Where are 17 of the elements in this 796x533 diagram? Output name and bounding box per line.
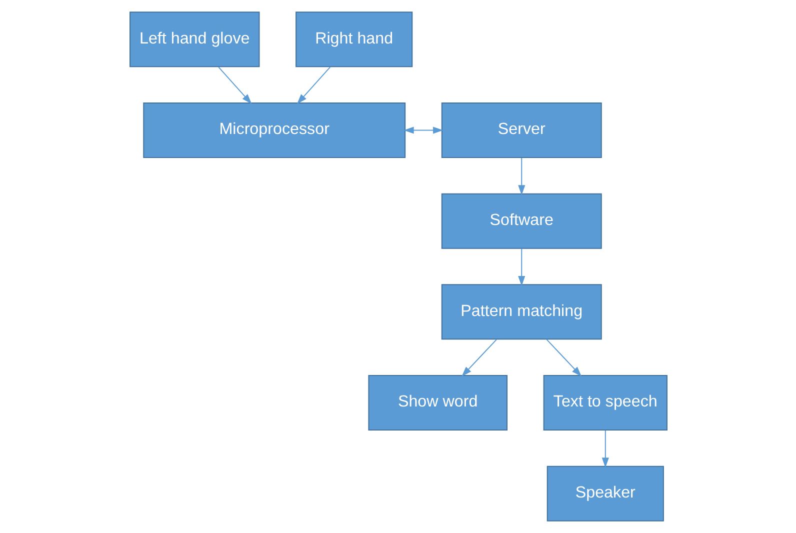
arrow xyxy=(403,126,443,134)
node-box: Text to speech xyxy=(542,375,667,430)
node-box: Microprocessor xyxy=(142,102,406,158)
node-box: Speaker xyxy=(546,466,664,522)
node-box: Left hand glove xyxy=(129,12,260,68)
arrow xyxy=(461,339,496,377)
node-box: Software xyxy=(440,193,602,249)
arrow xyxy=(546,339,582,377)
node-box: Server xyxy=(440,102,602,158)
node-box: Right hand xyxy=(295,12,412,68)
arrow xyxy=(518,248,525,286)
arrow xyxy=(296,66,330,104)
node-box: Show word xyxy=(368,375,507,430)
node-box: Pattern matching xyxy=(440,284,602,340)
arrow xyxy=(218,66,252,104)
arrow xyxy=(518,158,525,196)
arrow xyxy=(601,430,608,468)
